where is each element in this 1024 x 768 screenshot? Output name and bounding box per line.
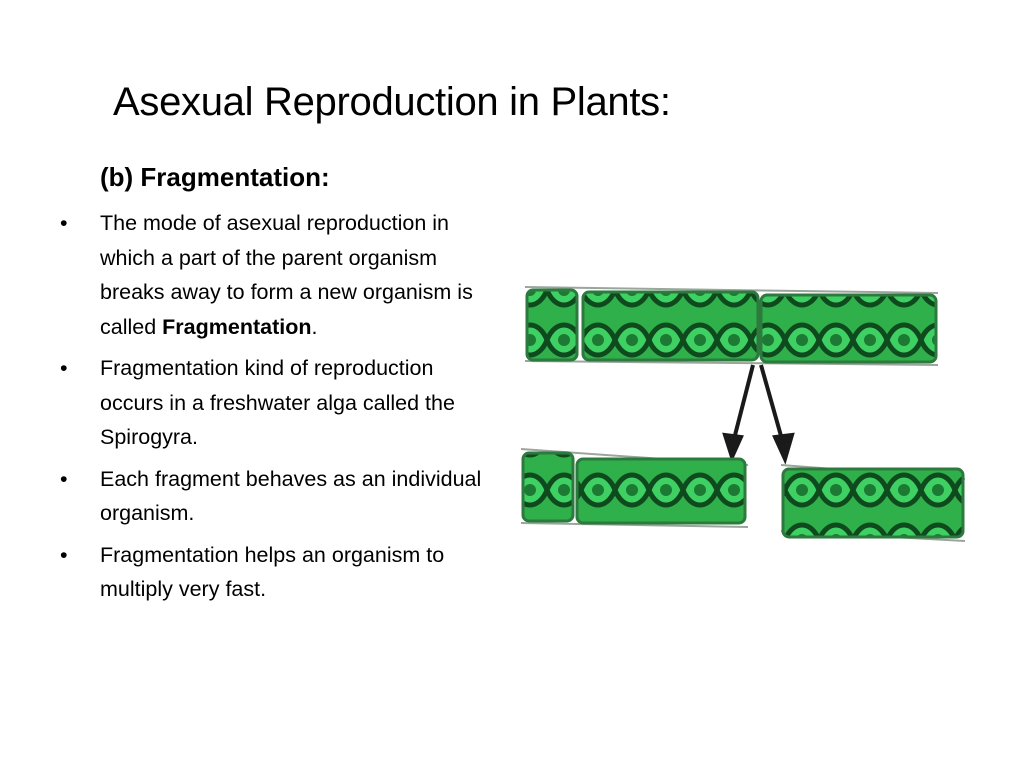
spirogyra-fragmentation-illustration (520, 286, 966, 542)
bullet-bold-term: Fragmentation (162, 314, 312, 339)
bullet-icon: • (60, 356, 68, 380)
bullet-text: Fragmentation kind of reproduction occur… (100, 356, 455, 449)
bullet-text: The mode of asexual reproduction in whic… (100, 211, 473, 339)
bullet-item: • Fragmentation kind of reproduction occ… (60, 351, 500, 455)
slide-title: Asexual Reproduction in Plants: (113, 80, 671, 124)
subheading: (b) Fragmentation: (100, 162, 330, 192)
fragment-left (520, 448, 749, 528)
bullet-suffix: . (311, 314, 318, 339)
bullet-icon: • (60, 542, 68, 567)
bullet-icon: • (60, 211, 68, 235)
bullet-icon: • (60, 466, 68, 491)
spirogyra-figure (513, 265, 978, 560)
bullet-item: • Fragmentation helps an organism to mul… (60, 538, 500, 607)
bullet-item: • The mode of asexual reproduction in wh… (60, 206, 500, 344)
fragment-right (780, 464, 966, 542)
bullet-text: Fragmentation helps an organism to multi… (100, 542, 445, 602)
parent-filament (524, 286, 939, 366)
bullet-text: Each fragment behaves as an individual o… (100, 466, 482, 526)
bullet-list: • The mode of asexual reproduction in wh… (60, 206, 500, 614)
split-arrows (722, 364, 795, 465)
bullet-item: • Each fragment behaves as an individual… (60, 462, 500, 531)
